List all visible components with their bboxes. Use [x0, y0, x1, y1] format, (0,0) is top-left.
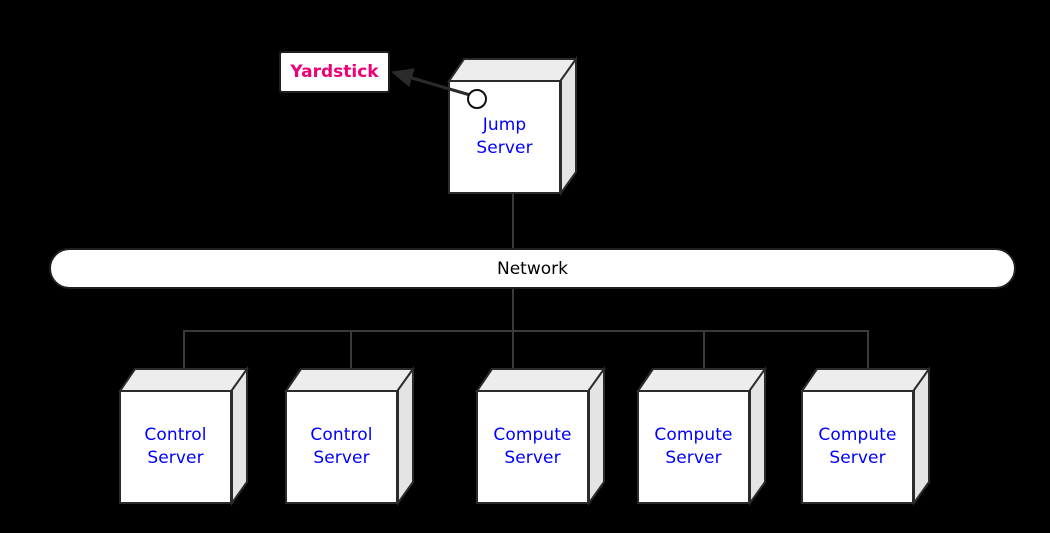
- server-2-front-face: Control Server: [285, 390, 398, 504]
- network-label: Network: [497, 258, 568, 279]
- server-1-side-face: [231, 365, 249, 507]
- jump-server-side-face: [560, 55, 578, 197]
- server-3-label: Compute Server: [493, 425, 572, 468]
- server-2-label: Control Server: [310, 425, 373, 468]
- wire-network-trunk: [512, 288, 514, 331]
- server-4-side-face: [749, 365, 767, 507]
- server-1-top-face: [118, 368, 249, 392]
- wire-drop-1: [183, 330, 185, 372]
- node-jump-server[interactable]: Jump Server: [447, 55, 578, 197]
- node-server-5[interactable]: Compute Server: [800, 365, 931, 507]
- node-server-3[interactable]: Compute Server: [475, 365, 606, 507]
- yardstick-note-box[interactable]: Yardstick: [279, 51, 390, 93]
- server-1-label: Control Server: [144, 425, 207, 468]
- wire-drop-2: [350, 330, 352, 372]
- yardstick-label: Yardstick: [290, 62, 379, 82]
- server-4-front-face: Compute Server: [637, 390, 750, 504]
- server-5-label: Compute Server: [818, 425, 897, 468]
- server-2-side-face: [397, 365, 415, 507]
- wire-drop-5: [867, 330, 869, 372]
- wire-drop-3: [512, 330, 514, 372]
- server-5-side-face: [913, 365, 931, 507]
- jump-server-front-face: Jump Server: [448, 80, 561, 194]
- node-server-2[interactable]: Control Server: [284, 365, 415, 507]
- server-3-side-face: [588, 365, 606, 507]
- jump-server-top-face: [447, 58, 578, 82]
- network-bus[interactable]: Network: [49, 248, 1016, 289]
- node-server-4[interactable]: Compute Server: [636, 365, 767, 507]
- server-2-top-face: [284, 368, 415, 392]
- server-3-top-face: [475, 368, 606, 392]
- server-5-top-face: [800, 368, 931, 392]
- server-4-top-face: [636, 368, 767, 392]
- server-1-front-face: Control Server: [119, 390, 232, 504]
- wire-drop-4: [703, 330, 705, 372]
- wire-distribution-bus: [183, 330, 869, 332]
- jump-server-label: Jump Server: [476, 115, 533, 158]
- server-3-front-face: Compute Server: [476, 390, 589, 504]
- node-server-1[interactable]: Control Server: [118, 365, 249, 507]
- jump-server-port-circle[interactable]: [467, 89, 487, 109]
- wire-jump-to-network: [512, 193, 514, 251]
- server-4-label: Compute Server: [654, 425, 733, 468]
- server-5-front-face: Compute Server: [801, 390, 914, 504]
